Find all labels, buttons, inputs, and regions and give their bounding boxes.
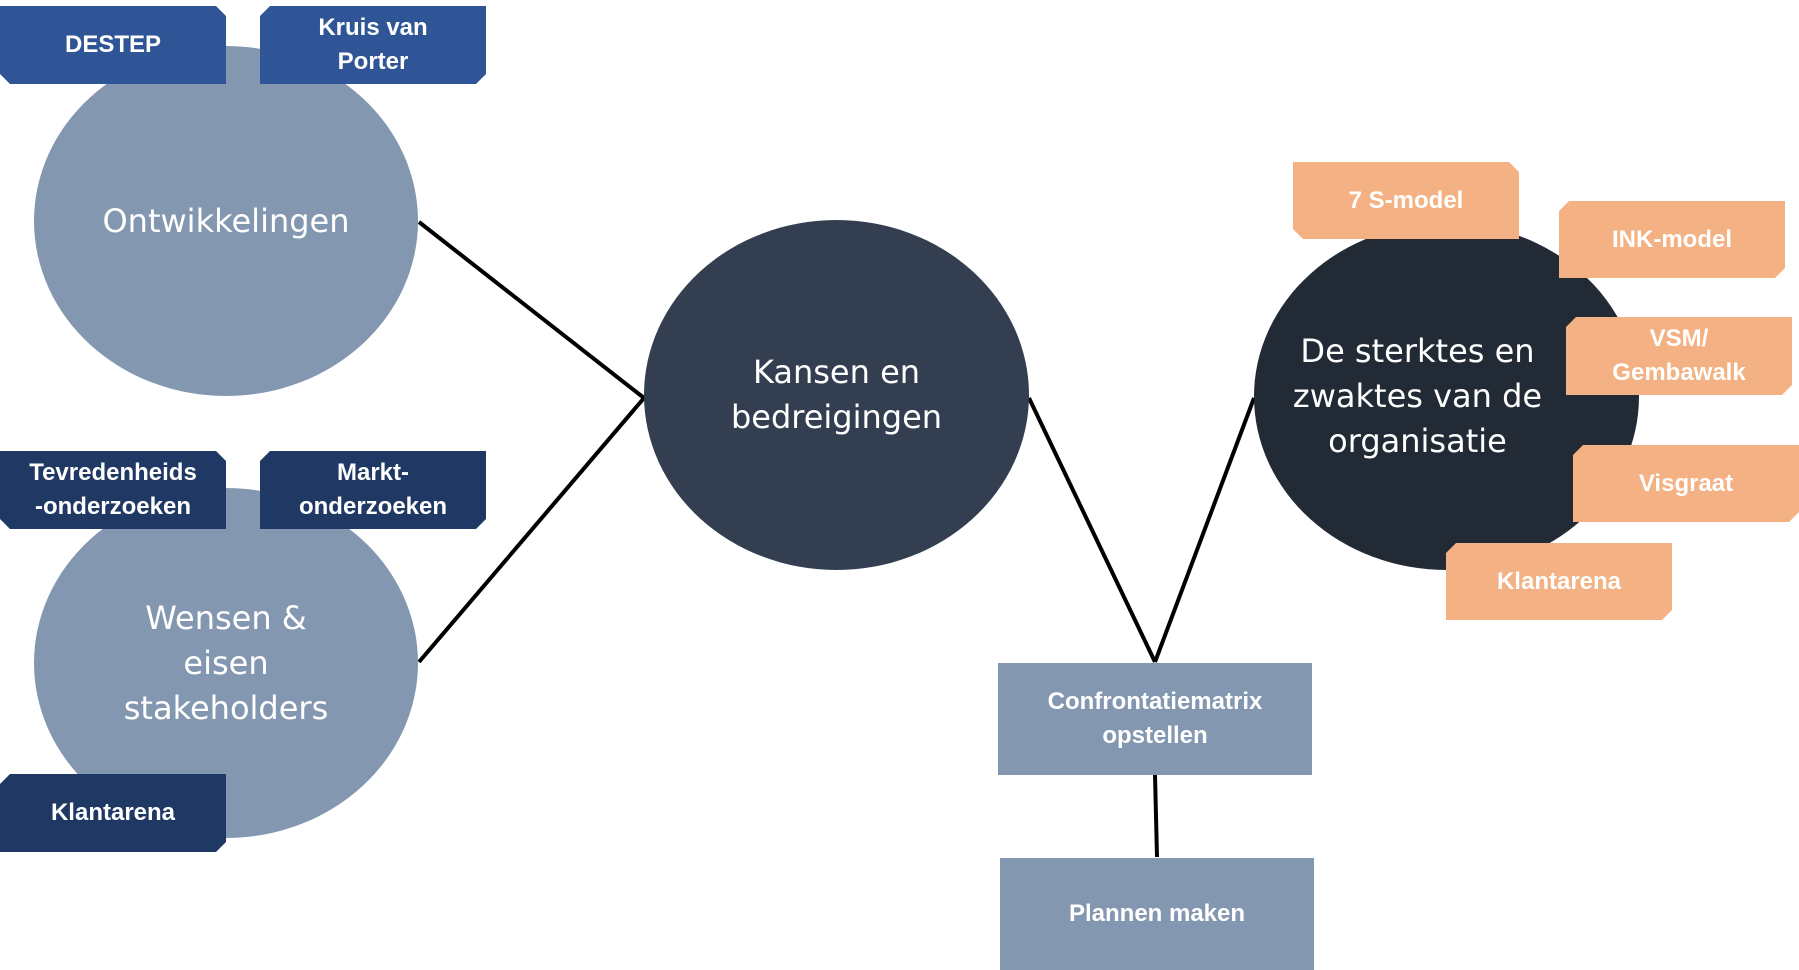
- node-kansen-bedreigingen: Kansen en bedreigingen: [644, 220, 1029, 570]
- tag-klantarena-right: Klantarena: [1446, 543, 1672, 620]
- tag-klantarena-left: Klantarena: [0, 774, 226, 852]
- tag-kruis-van-porter: Kruis van Porter: [260, 6, 486, 84]
- tag-7s-model: 7 S-model: [1293, 162, 1519, 239]
- tag-vsm-gembawalk: VSM/ Gembawalk: [1566, 317, 1792, 395]
- connector-sterktes-confrontatie: [1153, 397, 1256, 663]
- node-ontwikkelingen: Ontwikkelingen: [34, 46, 418, 396]
- connector-ontwikkelingen-kansen: [417, 220, 646, 400]
- box-confrontatiematrix: Confrontatiematrix opstellen: [998, 663, 1312, 775]
- connector-confrontatie-plannen: [1153, 774, 1159, 858]
- tag-destep: DESTEP: [0, 6, 226, 84]
- tag-tevredenheidsonderzoeken: Tevredenheids -onderzoeken: [0, 451, 226, 529]
- connector-kansen-confrontatie: [1027, 397, 1157, 663]
- tag-visgraat: Visgraat: [1573, 445, 1799, 522]
- tag-ink-model: INK-model: [1559, 201, 1785, 278]
- tag-marktonderzoeken: Markt- onderzoeken: [260, 451, 486, 529]
- box-plannen-maken: Plannen maken: [1000, 858, 1314, 970]
- connector-wensen-kansen: [417, 396, 646, 664]
